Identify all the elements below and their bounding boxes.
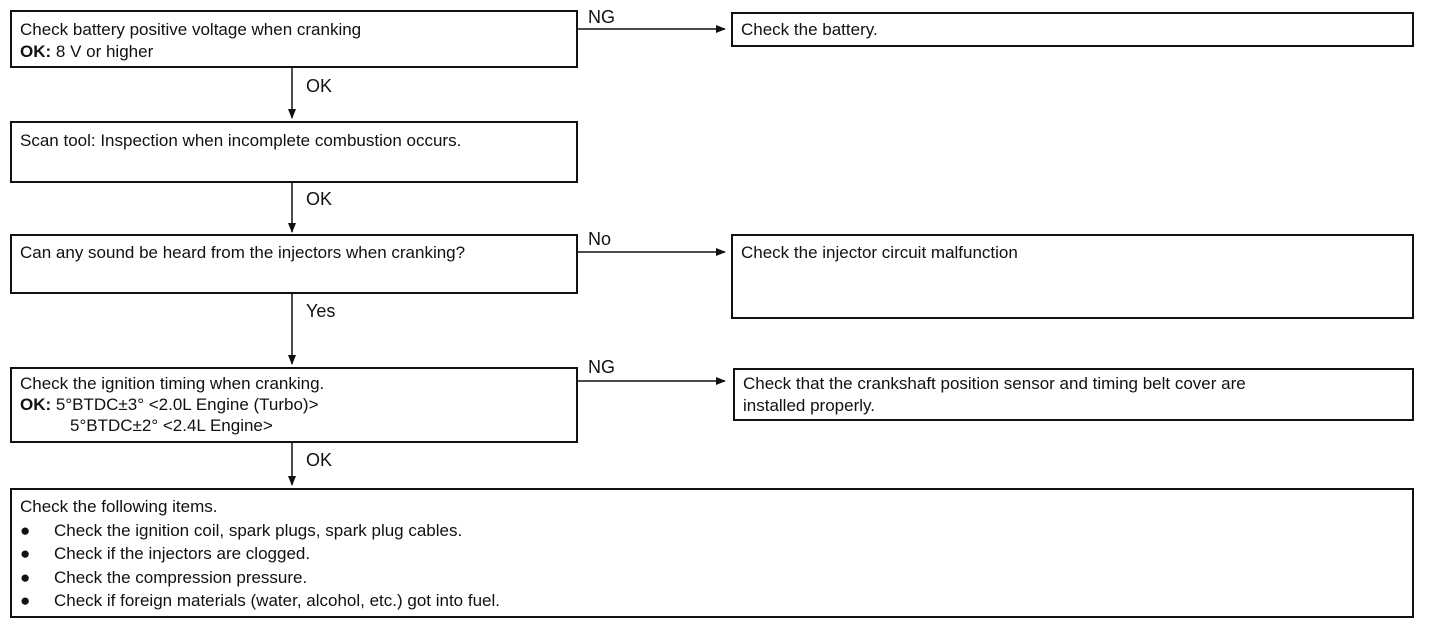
ignition-ok-criteria-1: OK: 5°BTDC±3° <2.0L Engine (Turbo)> <box>20 394 568 415</box>
injector-sound-question: Can any sound be heard from the injector… <box>20 243 466 262</box>
list-item-text: Check the compression pressure. <box>54 567 308 587</box>
list-item: ● Check if foreign materials (water, alco… <box>20 589 1404 613</box>
step-scan-tool: Scan tool: Inspection when incomplete co… <box>10 121 578 183</box>
branch-label-injector-no: No <box>588 229 612 249</box>
list-item: ● Check the ignition coil, spark plugs, s… <box>20 519 1404 543</box>
step-battery-voltage: Check battery positive voltage when cran… <box>10 10 578 68</box>
list-item: ● Check the compression pressure. <box>20 566 1404 590</box>
bullet-icon: ● <box>20 567 31 587</box>
ignition-timing-text: Check the ignition timing when cranking. <box>20 374 325 393</box>
list-item-text: Check the ignition coil, spark plugs, sp… <box>54 520 463 540</box>
step-final-checks: Check the following items. ● Check the ig… <box>10 488 1414 618</box>
step-injector-sound: Can any sound be heard from the injector… <box>10 234 578 294</box>
branch-label-timing-ng: NG <box>588 357 615 377</box>
ok-label: OK: <box>20 395 52 414</box>
list-item-text: Check if foreign materials (water, alcoh… <box>54 591 500 610</box>
branch-label-injector-yes: Yes <box>306 301 336 321</box>
list-item-text: Check if the injectors are clogged. <box>54 544 311 563</box>
ignition-ok-criteria-2: 5°BTDC±2° <2.4L Engine> <box>70 416 273 435</box>
branch-label-battery-ng: NG <box>588 7 615 27</box>
final-checks-heading: Check the following items. <box>20 497 218 516</box>
outcome-injector-circuit: Check the injector circuit malfunction <box>731 234 1414 319</box>
battery-check-text: Check battery positive voltage when cran… <box>20 20 362 39</box>
branch-label-battery-ok: OK <box>306 76 333 96</box>
scan-tool-text: Scan tool: Inspection when incomplete co… <box>20 131 462 150</box>
crankshaft-sensor-text-1: Check that the crankshaft position senso… <box>743 374 1246 393</box>
ok-label: OK: <box>20 42 52 61</box>
bullet-icon: ● <box>20 591 31 610</box>
outcome-check-battery: Check the battery. <box>731 12 1414 47</box>
battery-ok-value: 8 V or higher <box>51 42 154 61</box>
crankshaft-sensor-text-2: installed properly. <box>743 396 875 415</box>
branch-label-timing-ok: OK <box>306 450 333 470</box>
outcome-crankshaft-sensor: Check that the crankshaft position senso… <box>733 368 1414 421</box>
step-ignition-timing: Check the ignition timing when cranking.… <box>10 367 578 443</box>
check-battery-text: Check the battery. <box>741 20 878 39</box>
list-item: ● Check if the injectors are clogged. <box>20 542 1404 566</box>
ignition-ok-value-1: 5°BTDC±3° <2.0L Engine (Turbo)> <box>51 395 319 414</box>
bullet-icon: ● <box>20 544 31 563</box>
bullet-icon: ● <box>20 520 31 540</box>
injector-circuit-text: Check the injector circuit malfunction <box>741 243 1018 262</box>
branch-label-scan-ok: OK <box>306 189 333 209</box>
battery-ok-criteria: OK: 8 V or higher <box>20 41 568 63</box>
